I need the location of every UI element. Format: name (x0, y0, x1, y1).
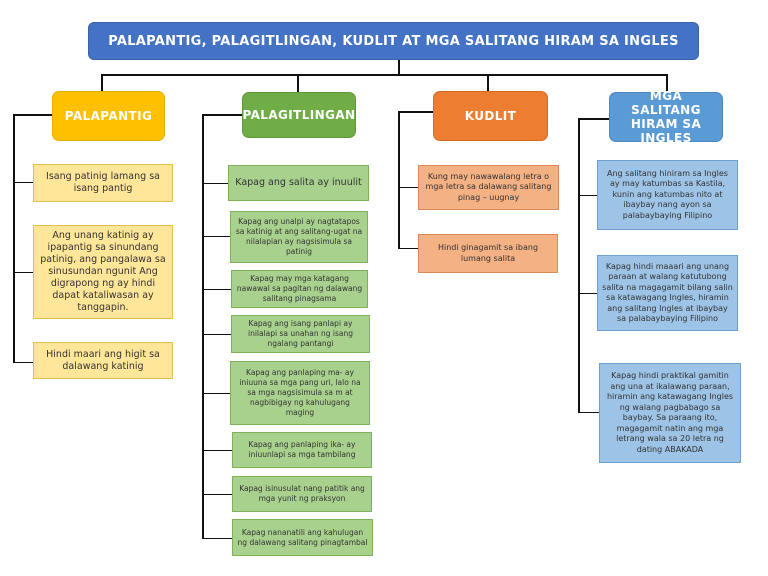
kudlit-rule-1: Kung may nawawalang letra o mga letra sa… (418, 165, 559, 210)
palagitlingan-rule-8: Kapag nananatili ang kahulugan ng dalawa… (232, 519, 373, 556)
hiram-rule-2: Kapag hindi maaari ang unang paraan at w… (597, 255, 738, 331)
main-title: PALAPANTIG, PALAGITLINGAN, KUDLIT AT MGA… (88, 22, 699, 60)
kudlit-rule-2: Hindi ginagamit sa ibang lumang salita (418, 234, 558, 273)
palagitlingan-rule-3: Kapag may mga katagang nawawal sa pagita… (231, 270, 368, 308)
heading-palapantig: PALAPANTIG (52, 91, 165, 141)
heading-palagitlingan: PALAGITLINGAN (242, 92, 356, 138)
palagitlingan-rule-4: Kapag ang isang panlapi ay inilalapi sa … (231, 315, 370, 353)
heading-kudlit: KUDLIT (433, 91, 548, 141)
palapantig-rule-3: Hindi maari ang higit sa dalawang katini… (33, 342, 173, 379)
palagitlingan-rule-2: Kapag ang unalpi ay nagtatapos sa katini… (230, 211, 368, 263)
heading-hiram-ingles: MGA SALITANG HIRAM SA INGLES (609, 89, 723, 145)
palagitlingan-rule-6: Kapag ang panlaping ika- ay iniuunlapi s… (232, 432, 372, 468)
hiram-rule-1: Ang salitang hiniram sa Ingles ay may ka… (597, 160, 738, 230)
palagitlingan-rule-7: Kapag isinusulat nang patitik ang mga yu… (232, 476, 372, 512)
hiram-rule-3: Kapag hindi praktikal gamitin ang una at… (599, 363, 741, 463)
palagitlingan-rule-1: Kapag ang salita ay inuulit (228, 165, 369, 201)
palapantig-rule-2: Ang unang katinig ay ipapantig sa sinund… (33, 225, 173, 319)
palagitlingan-rule-5: Kapag ang panlaping ma- ay iniuuna sa mg… (230, 361, 370, 425)
palapantig-rule-1: Isang patinig lamang sa isang pantig (33, 164, 173, 202)
